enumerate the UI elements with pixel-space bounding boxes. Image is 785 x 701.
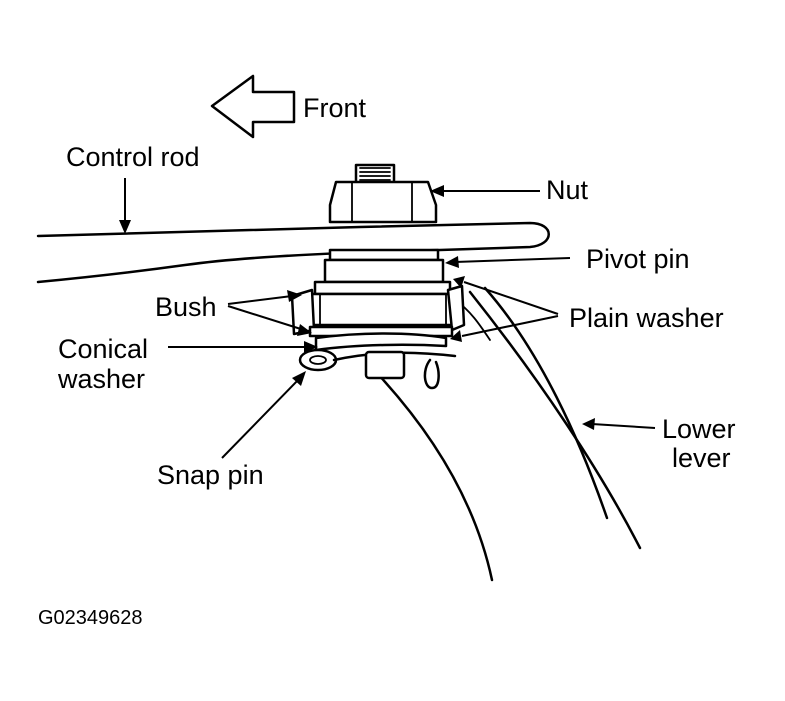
control-rod xyxy=(36,221,550,284)
leader-lines xyxy=(119,178,656,459)
label-lower-lever-line1: Lower xyxy=(662,414,736,444)
label-conical-washer-line2: washer xyxy=(57,364,145,394)
front-direction-arrow xyxy=(210,74,296,139)
snap-pin xyxy=(298,348,457,390)
label-pivot-pin: Pivot pin xyxy=(586,244,690,274)
label-snap-pin: Snap pin xyxy=(157,460,264,490)
washers xyxy=(308,325,454,352)
label-lower-lever-line2: lever xyxy=(672,443,731,473)
label-front: Front xyxy=(303,93,367,123)
label-bush: Bush xyxy=(155,292,217,322)
label-conical-washer-line1: Conical xyxy=(58,334,148,364)
bush xyxy=(290,284,466,336)
figure-code: G02349628 xyxy=(38,607,143,629)
nut xyxy=(328,163,438,224)
pin-end xyxy=(364,350,406,380)
label-control-rod: Control rod xyxy=(66,142,200,172)
label-nut: Nut xyxy=(546,175,589,205)
pivot-pin xyxy=(302,248,462,327)
label-plain-washer: Plain washer xyxy=(569,303,724,333)
